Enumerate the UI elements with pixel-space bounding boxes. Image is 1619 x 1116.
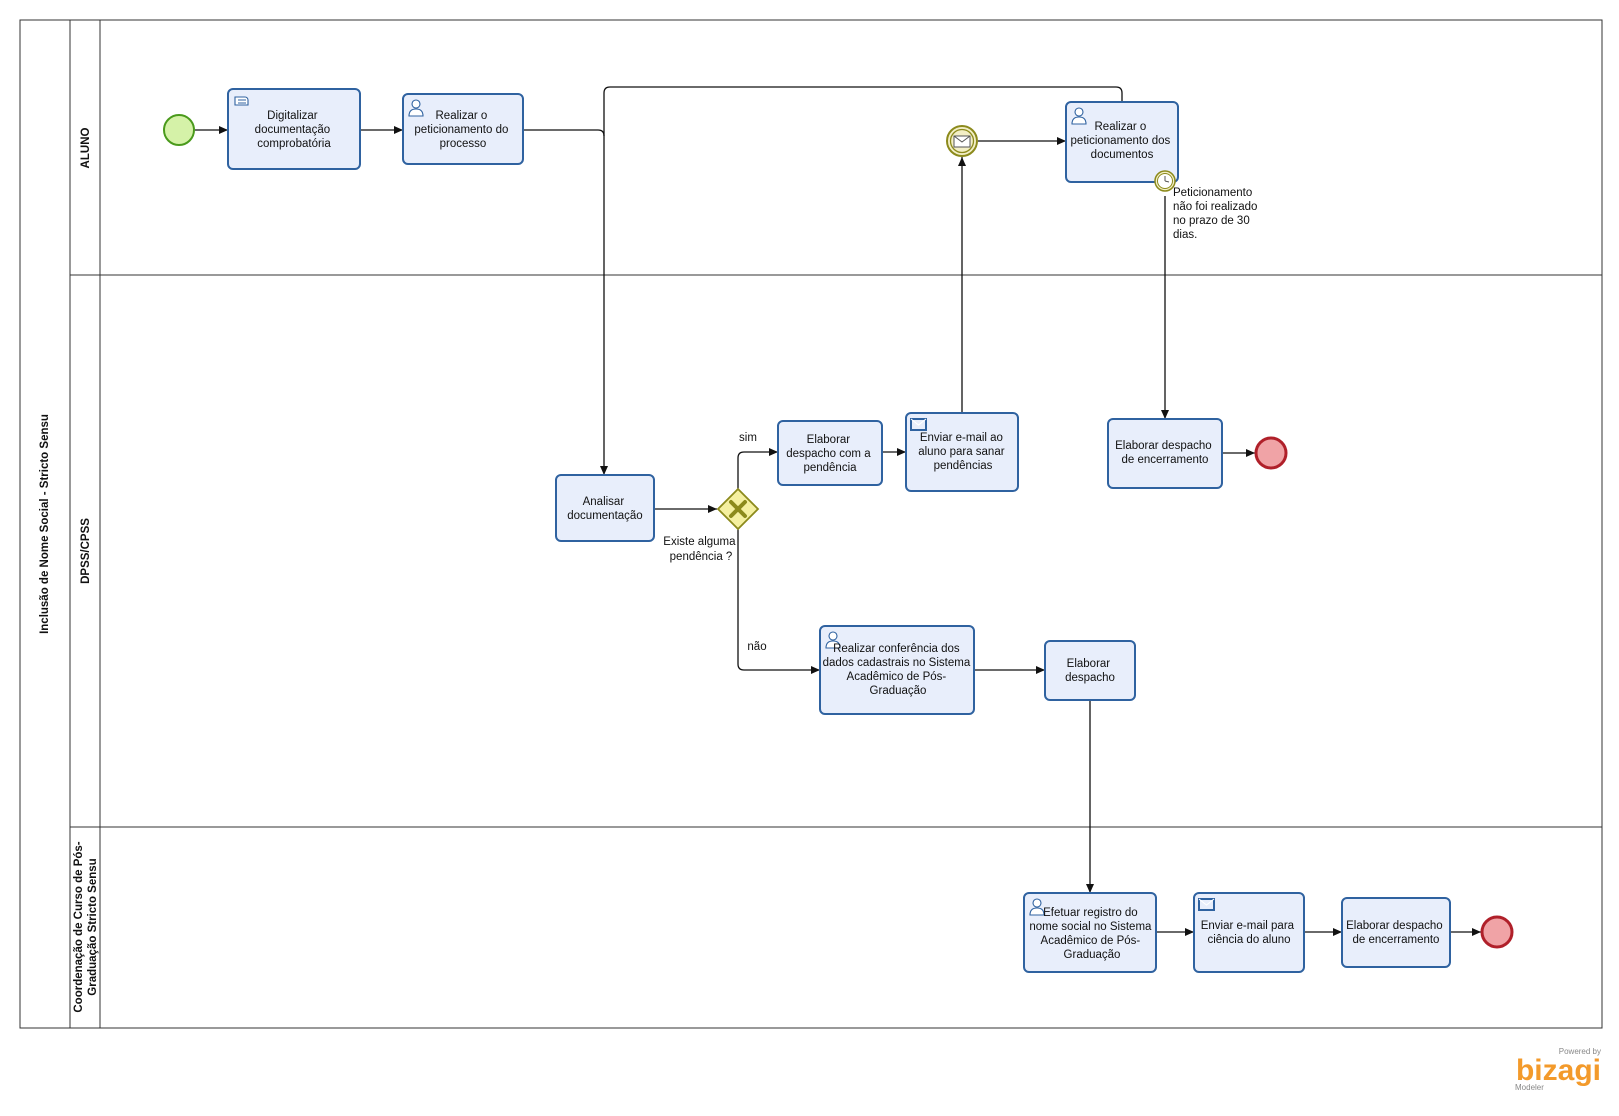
task-label: Elaborar despacho de encerramento: [1346, 920, 1446, 946]
task-realizar-peticionamento-processo[interactable]: Realizar o peticionamento do processo: [402, 93, 524, 165]
user-icon: [408, 99, 424, 117]
brand-text: bizagi: [1516, 1054, 1601, 1087]
product-text: Modeler: [1515, 1083, 1544, 1092]
flow-label-sim: sim: [739, 432, 757, 444]
user-icon: [1071, 107, 1087, 125]
manual-task-icon: [234, 96, 249, 106]
user-icon: [825, 631, 841, 649]
bizagi-logo: Powered by bizagi Modeler: [1515, 1047, 1601, 1092]
task-enviar-email-ciencia[interactable]: Enviar e-mail para ciência do aluno: [1193, 892, 1305, 973]
timer-boundary-event[interactable]: [1154, 170, 1176, 192]
flow-gateway-nao: [737, 529, 820, 674]
lane-title-aluno: ALUNO: [80, 128, 92, 169]
clock-icon: [1164, 176, 1170, 183]
gateway-question: Existe alguma pendência ?: [663, 536, 738, 563]
lane-title-coordenacao-line2: Graduação Stricto Sensu: [87, 858, 99, 995]
task-label: Elaborar despacho: [1065, 658, 1115, 684]
flow-label-nao: não: [747, 641, 766, 653]
x-mark-icon: [729, 500, 747, 518]
sequence-flows: [195, 86, 1481, 936]
task-label: Analisar documentação: [567, 496, 642, 522]
task-enviar-email-pendencias[interactable]: Enviar e-mail ao aluno para sanar pendên…: [905, 412, 1019, 492]
lane-coordenacao: Coordenação de Curso de Pós- Graduação S…: [73, 841, 99, 1012]
end-event-coordenacao[interactable]: [1480, 915, 1514, 949]
user-icon: [1029, 898, 1045, 916]
task-label: Elaborar despacho de encerramento: [1115, 440, 1215, 466]
exclusive-gateway[interactable]: [716, 487, 760, 531]
timer-note: Peticionamento não foi realizado no praz…: [1173, 187, 1261, 241]
task-elaborar-despacho-encerramento-coord[interactable]: Elaborar despacho de encerramento: [1341, 897, 1451, 968]
envelope-icon: [910, 418, 927, 431]
task-analisar-documentacao[interactable]: Analisar documentação: [555, 474, 655, 542]
lane-title-coordenacao-line1: Coordenação de Curso de Pós-: [73, 841, 85, 1012]
lane-dpss: DPSS/CPSS: [80, 518, 92, 584]
task-label: Efetuar registro do nome social no Siste…: [1029, 907, 1154, 961]
task-elaborar-despacho-encerramento-dpss[interactable]: Elaborar despacho de encerramento: [1107, 418, 1223, 489]
task-digitalizar-documentacao[interactable]: Digitalizar documentação comprobatória: [227, 88, 361, 170]
envelope-icon: [1198, 898, 1215, 911]
flow-peticionamento-docs-to-analisar: [603, 86, 1123, 136]
task-elaborar-despacho[interactable]: Elaborar despacho: [1044, 640, 1136, 701]
task-label: Enviar e-mail ao aluno para sanar pendên…: [918, 432, 1008, 472]
task-elaborar-despacho-pendencia[interactable]: Elaborar despacho com a pendência: [777, 420, 883, 486]
task-label: Realizar conferência dos dados cadastrai…: [823, 643, 974, 697]
flow-gateway-sim: [737, 448, 778, 489]
start-event[interactable]: [163, 114, 195, 146]
task-label: Enviar e-mail para ciência do aluno: [1201, 920, 1298, 946]
powered-by-text: Powered by: [1559, 1047, 1601, 1056]
task-label: Realizar o peticionamento dos documentos: [1071, 121, 1174, 161]
task-label: Realizar o peticionamento do processo: [414, 110, 511, 150]
pool: Inclusão de Nome Social - Stricto Sensu: [19, 19, 1603, 1029]
pool-title: Inclusão de Nome Social - Stricto Sensu: [39, 414, 51, 634]
task-label: Elaborar despacho com a pendência: [786, 434, 874, 474]
message-intermediate-event[interactable]: [946, 125, 978, 157]
lane-aluno: ALUNO: [80, 128, 92, 169]
task-realizar-conferencia-dados[interactable]: Realizar conferência dos dados cadastrai…: [819, 625, 975, 715]
end-event-dpss[interactable]: [1254, 436, 1288, 470]
envelope-icon: [953, 135, 971, 148]
task-realizar-peticionamento-documentos[interactable]: Realizar o peticionamento dos documentos: [1065, 101, 1179, 183]
task-label: Digitalizar documentação comprobatória: [255, 110, 334, 150]
task-efetuar-registro-nome-social[interactable]: Efetuar registro do nome social no Siste…: [1023, 892, 1157, 973]
lane-title-dpss: DPSS/CPSS: [80, 518, 92, 584]
